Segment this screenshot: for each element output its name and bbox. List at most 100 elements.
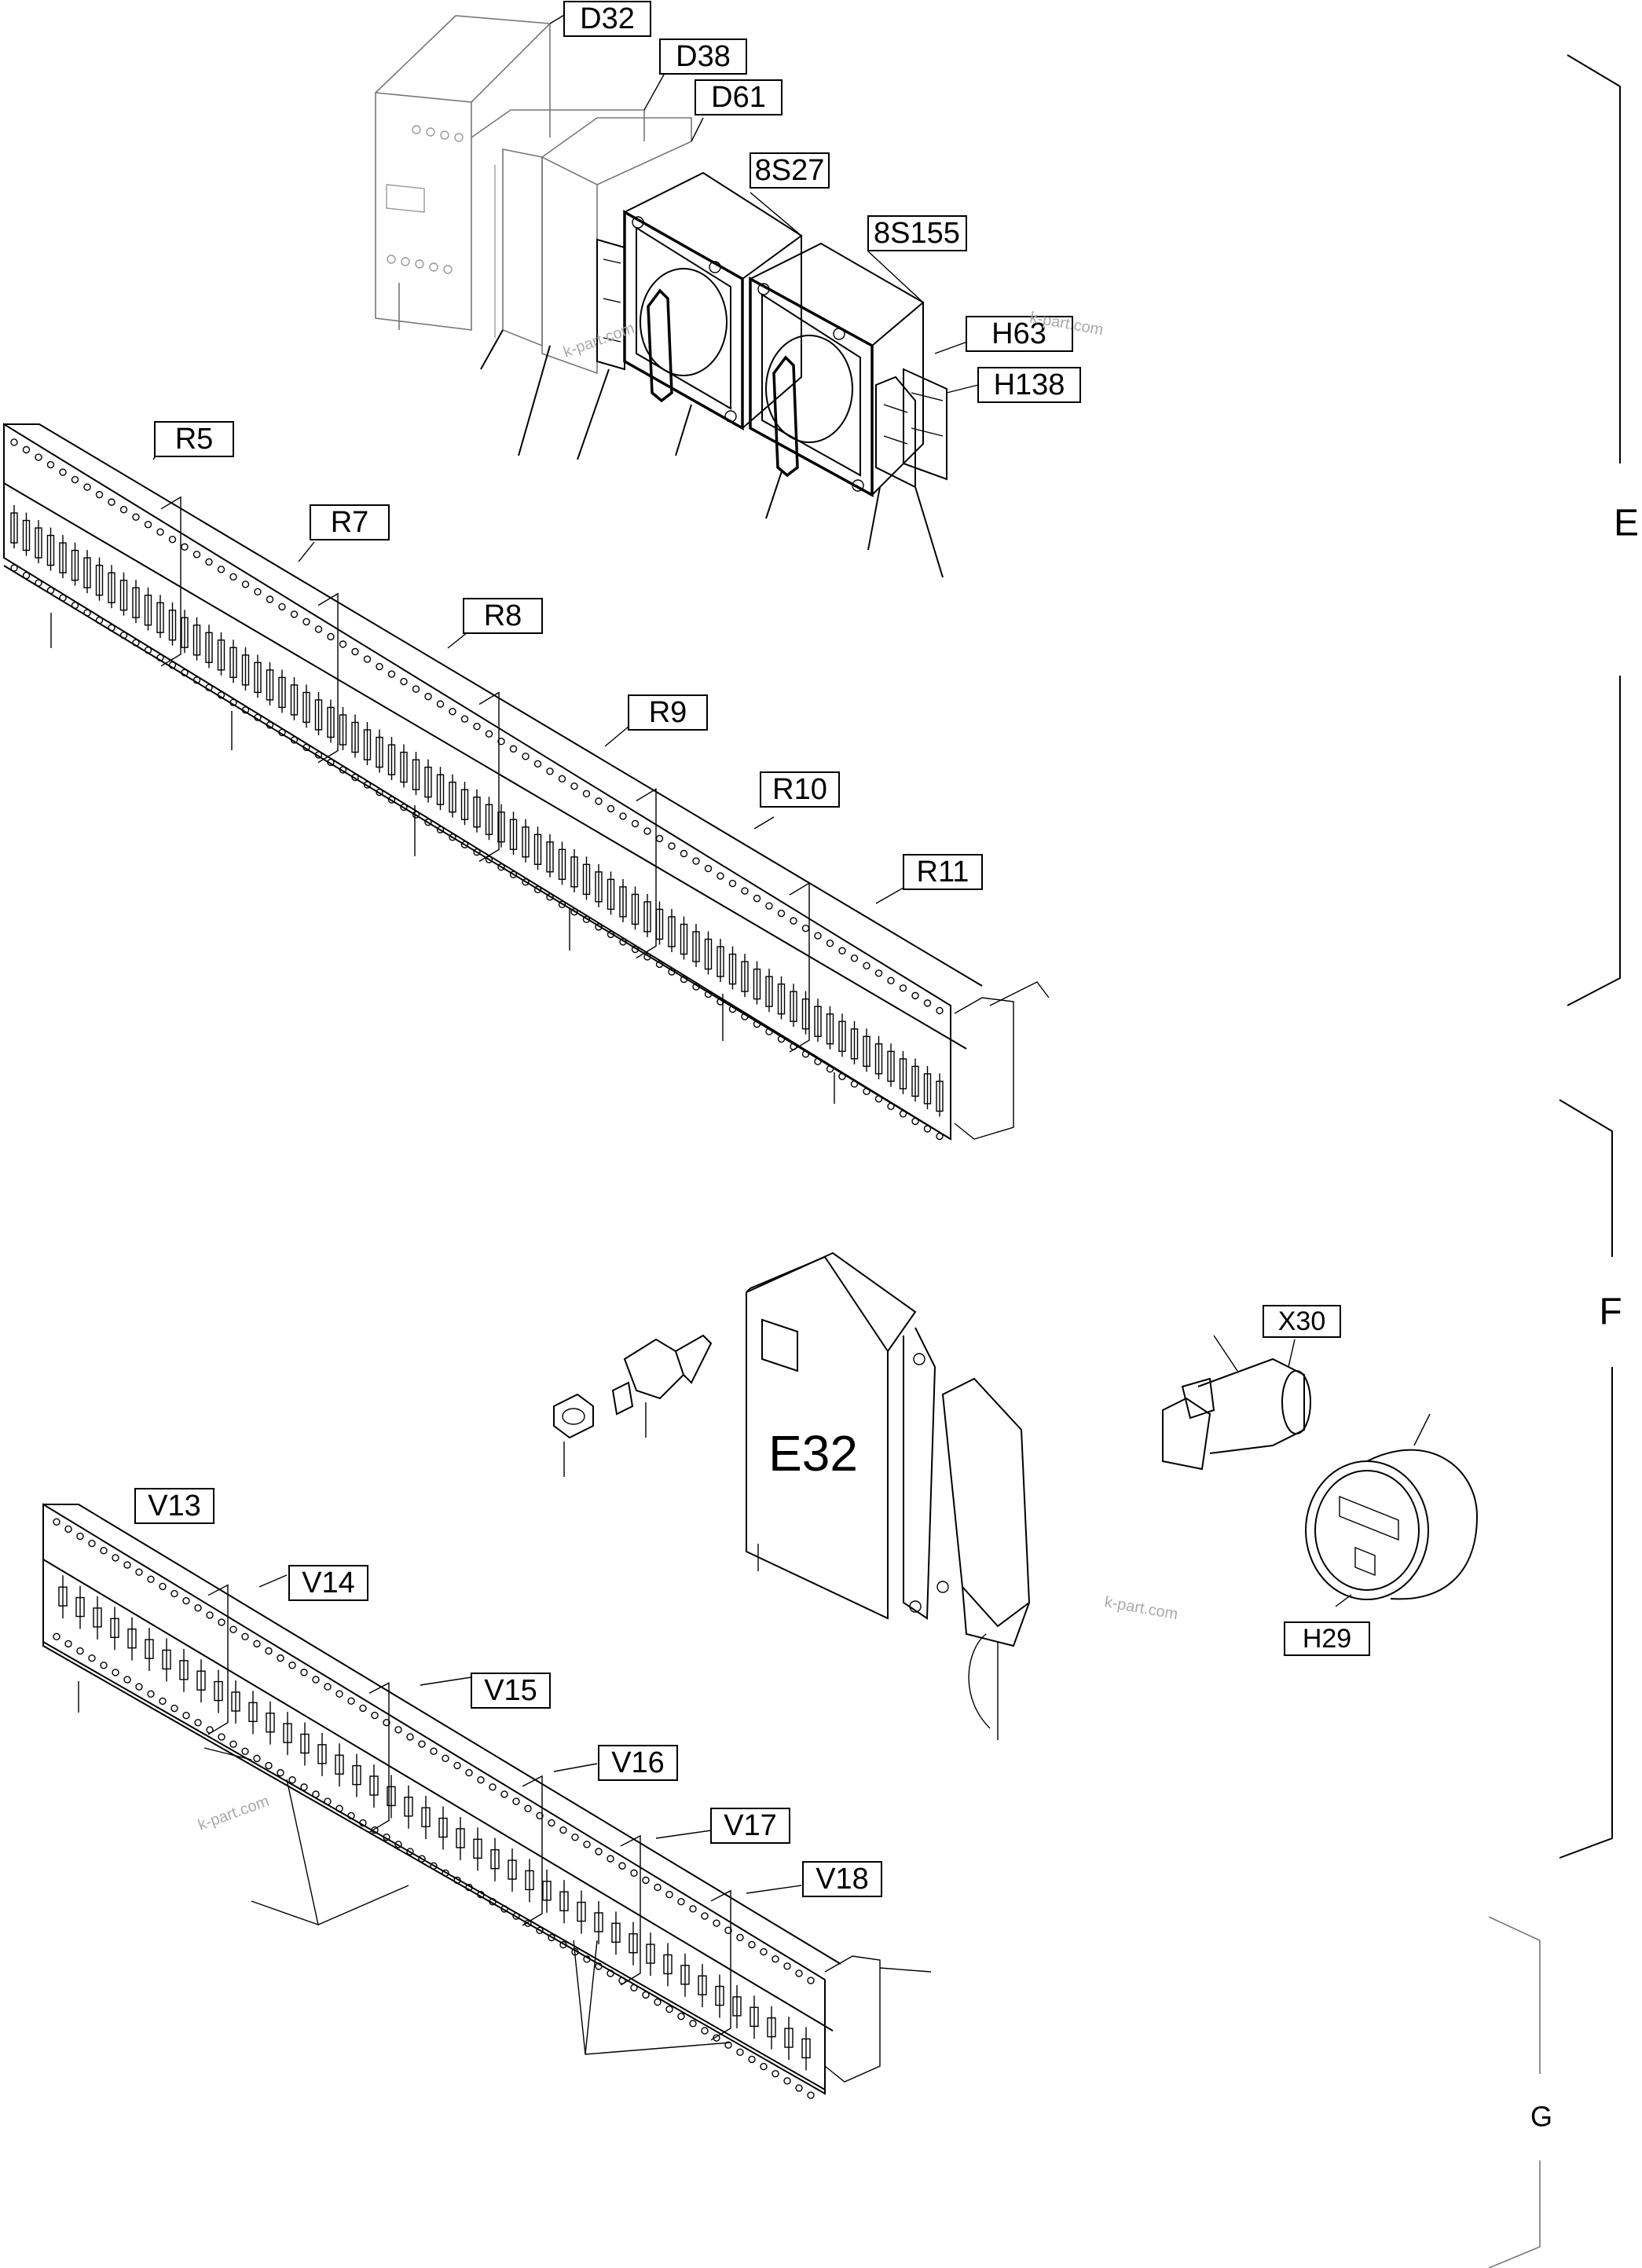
resistor-body [704,938,713,970]
screw-terminal [442,1869,449,1878]
screw-terminal [371,1711,379,1720]
screw-terminal [631,945,640,954]
diode-body [317,1744,327,1764]
resistor-body [241,654,250,686]
screw-terminal [460,715,469,723]
resistor-body [717,946,724,977]
screw-terminal [363,781,372,789]
diode-body [594,1912,603,1933]
screw-terminal [119,631,128,639]
screw-terminal [95,616,104,625]
resistor-body [10,512,18,544]
screw-terminal [642,1876,650,1885]
screw-terminal [217,566,225,573]
callout-v14: V14 [302,1566,355,1599]
diode-body [490,1848,500,1870]
screw-terminal [701,2027,709,2035]
screw-terminal [453,1761,461,1770]
block-divider [789,881,810,1053]
resistor-body [936,1080,944,1112]
screw-terminal [182,1711,190,1720]
relay-d61 [518,117,692,456]
diode-body [663,1954,673,1975]
screw-terminal [777,909,786,918]
screw-terminal [665,1890,673,1899]
screw-terminal [119,505,128,514]
diode-body [93,1607,102,1628]
screw-terminal [748,1940,756,1949]
screw-terminal [630,1869,638,1877]
screw-terminal [71,601,79,610]
callout-d61: D61 [711,81,766,114]
resistor-body [132,587,140,618]
resistor-body [83,557,91,588]
resistor-body [790,991,797,1022]
callout-r10: R10 [772,773,827,806]
screw-terminal [583,1955,591,1963]
diode-body [732,1996,742,2017]
screw-terminal [533,760,542,768]
screw-terminal [156,654,164,661]
diode-body [162,1649,171,1670]
screw-terminal [668,842,676,850]
callout-box-v13 [134,1488,214,1524]
callout-d32: D32 [580,2,635,35]
resistor-body [509,819,518,850]
screw-terminal [713,1919,720,1927]
screw-terminal [83,483,91,491]
screw-terminal [22,445,31,454]
callout-h63: H63 [991,317,1046,350]
screw-terminal [253,1640,261,1648]
diode-body [508,1859,517,1880]
screw-terminal [400,677,408,686]
resistor-body [108,572,115,603]
screw-terminal [807,1977,815,1984]
screw-terminal [863,962,870,969]
callout-r11: R11 [917,856,969,889]
screw-terminal [689,2020,697,2028]
callout-box-d38 [659,38,747,75]
diode-body [421,1807,431,1827]
resistor-body [607,878,615,910]
screw-terminal [630,1984,638,1991]
resistor-body [436,774,445,805]
diode-body [110,1618,119,1639]
diode-body [75,1596,85,1618]
screw-terminal [826,1065,834,1073]
diode-body [231,1691,240,1712]
screw-terminal [108,498,115,506]
screw-terminal [489,1898,497,1906]
resistor-body [144,594,152,626]
screw-terminal [192,551,201,559]
diode-body [629,1933,638,1954]
diode-body [248,1702,258,1723]
terminal-hole [401,257,410,266]
screw-terminal [168,661,177,669]
screw-terminal [509,745,518,753]
diode-body [767,2017,776,2038]
screw-terminal [911,1117,919,1126]
screw-terminal [790,917,797,925]
diode-body [127,1629,137,1649]
callout-v18: V18 [816,1863,869,1896]
screw-terminal [182,1596,190,1605]
screw-terminal [290,610,299,618]
resistor-body [156,602,164,633]
screw-terminal [753,894,761,903]
diode-body [369,1775,379,1796]
resistor-body [680,923,688,955]
screw-terminal [302,617,310,626]
screw-terminal [500,1790,508,1798]
resistor-body [838,1020,846,1052]
screw-terminal [850,954,859,962]
screw-terminal [485,856,493,863]
screw-terminal [850,1080,859,1088]
screw-terminal [887,1102,895,1111]
screw-terminal [607,1855,614,1863]
screw-terminal [300,1783,308,1791]
resistor-body [668,916,676,947]
resistor-body [631,893,640,925]
screw-terminal [335,1805,343,1812]
resistor-body [412,759,420,790]
